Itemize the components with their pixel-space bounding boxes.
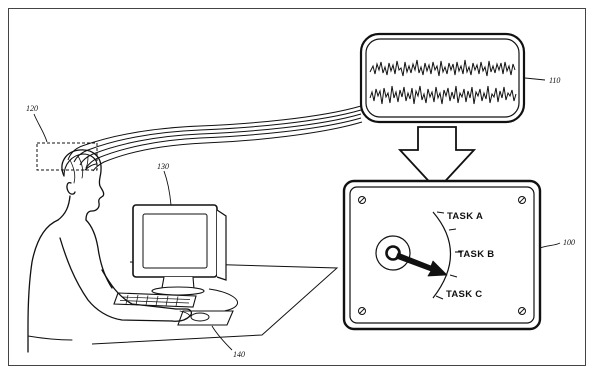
ref-numeral-130: 130: [157, 162, 169, 171]
ref-numeral-140: 140: [233, 350, 245, 359]
leader-line-140: [211, 325, 233, 351]
leader-line-110: [524, 77, 546, 81]
dial-pivot: [385, 245, 401, 261]
leader-line-120: [33, 113, 48, 143]
person-ear: [66, 181, 76, 195]
dial-tick: [436, 211, 445, 214]
dial-tick: [448, 228, 457, 231]
screw-icon: [358, 307, 366, 315]
dial-scale-arc: [432, 211, 451, 299]
task-label-a: TASK A: [447, 211, 483, 222]
figure-frame: [8, 8, 586, 366]
desk-surface: [91, 261, 339, 345]
ref-numeral-100: 100: [563, 238, 575, 247]
screw-icon: [518, 196, 526, 204]
dial-tick: [449, 274, 458, 278]
person-head: [61, 149, 105, 221]
person-chest: [85, 219, 113, 289]
dial-tick: [435, 295, 444, 300]
screw-icon: [358, 196, 366, 204]
screw-icon: [518, 307, 526, 315]
ref-numeral-110: 110: [549, 76, 560, 85]
eeg-display: [359, 32, 526, 124]
person-upper-arm: [59, 237, 173, 322]
task-label-b: TASK B: [458, 249, 494, 260]
computer-monitor: [132, 204, 227, 296]
leader-line-130: [163, 170, 172, 206]
leader-line-100: [539, 242, 561, 249]
eeg-waveform-lower: [369, 85, 517, 105]
person-back: [27, 219, 59, 353]
person-user: [27, 149, 193, 353]
eeg-waveform-upper: [369, 59, 516, 77]
down-arrow-icon: [397, 126, 477, 192]
dial-needle: [395, 252, 448, 277]
ref-numeral-120: 120: [26, 104, 38, 113]
task-label-c: TASK C: [446, 289, 482, 300]
sensor-array-box: [36, 142, 98, 171]
keyboard: [113, 292, 197, 308]
sensor-wires: [67, 105, 363, 172]
task-indicator-panel: TASK A TASK B TASK C: [342, 179, 542, 331]
